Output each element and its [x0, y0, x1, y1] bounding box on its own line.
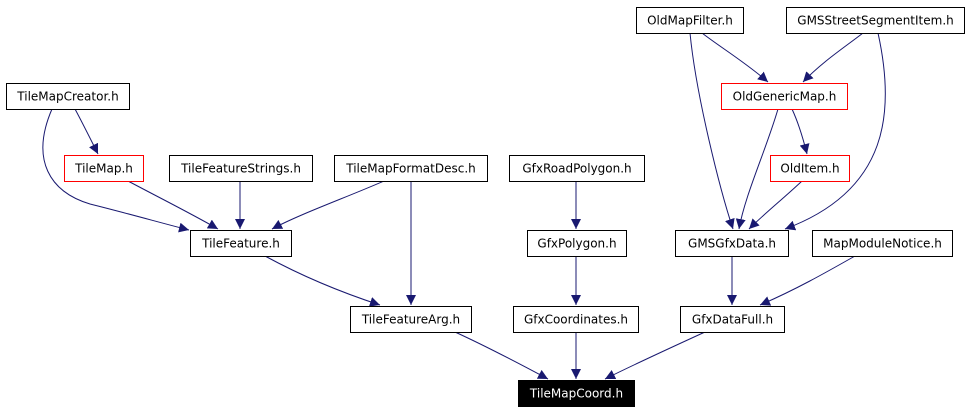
- node-label: TileFeature.h: [201, 237, 280, 251]
- edge-mapmodulenotice-to-gfxdatafull: [759, 255, 856, 306]
- node-box: [675, 230, 789, 257]
- node-label: TileFeatureArg.h: [361, 313, 460, 327]
- node-tilemapcoord[interactable]: TileMapCoord.h: [518, 380, 635, 407]
- node-box: [350, 306, 472, 333]
- edge-oldmapfilter-to-gmsgfxdata: [689, 32, 735, 230]
- node-label: GfxPolygon.h: [537, 237, 616, 251]
- node-label: TileMapCreator.h: [16, 90, 118, 104]
- nodes: OldMapFilter.h GMSStreetSegmentItem.hTile…: [6, 7, 965, 407]
- node-label: MapModuleNotice.h: [823, 237, 942, 251]
- node-gfxroadpolygon[interactable]: GfxRoadPolygon.h: [509, 155, 645, 182]
- node-box: [6, 83, 130, 110]
- edge-gmsstreetsegmentitem-to-oldgenericmap: [802, 32, 864, 83]
- node-label: TileMapCoord.h: [529, 387, 623, 401]
- node-box: [770, 155, 850, 182]
- node-label: TileFeatureStrings.h: [180, 162, 301, 176]
- node-box: [169, 155, 313, 182]
- node-box: [334, 155, 488, 182]
- node-gfxdatafull[interactable]: GfxDataFull.h: [680, 306, 785, 333]
- edge-tilemapformatdesc-to-tilefeature: [271, 180, 385, 230]
- node-tilemap[interactable]: TileMap.h: [64, 155, 144, 182]
- edge-gmsstreetsegmentitem-to-gmsgfxdata: [784, 32, 886, 231]
- node-mapmodulenotice[interactable]: MapModuleNotice.h: [812, 230, 953, 257]
- edge-tilemapcreator-to-tilefeature: [42, 108, 190, 233]
- edge-tilefeaturearg-to-tilemapcoord: [454, 331, 549, 380]
- node-gmsstreetsegmentitem[interactable]: GMSStreetSegmentItem.h: [786, 7, 965, 34]
- node-box: [509, 155, 645, 182]
- node-tilefeaturestrings[interactable]: TileFeatureStrings.h: [169, 155, 313, 182]
- node-box: [812, 230, 953, 257]
- edge-tilemapcreator-to-tilemap: [74, 108, 99, 155]
- node-gmsgfxdata[interactable]: GMSGfxData.h: [675, 230, 789, 257]
- node-label: TileMap.h: [74, 162, 133, 176]
- edge-olditem-to-gmsgfxdata: [748, 180, 803, 230]
- node-box: [64, 155, 144, 182]
- node-tilemapformatdesc[interactable]: TileMapFormatDesc.h: [334, 155, 488, 182]
- node-tilefeaturearg[interactable]: TileFeatureArg.h: [350, 306, 472, 333]
- node-label: OldGenericMap.h: [733, 90, 837, 104]
- edge-tilefeature-to-tilefeaturearg: [264, 255, 381, 307]
- node-box: [527, 230, 627, 257]
- node-box: [786, 7, 965, 34]
- node-tilefeature[interactable]: TileFeature.h: [190, 230, 292, 257]
- node-label: GMSGfxData.h: [688, 237, 776, 251]
- node-oldgenericmap[interactable]: OldGenericMap.h: [721, 83, 848, 110]
- node-box: [680, 306, 785, 333]
- node-tilemapcreator[interactable]: TileMapCreator.h: [6, 83, 130, 110]
- node-gfxcoordinates[interactable]: GfxCoordinates.h: [513, 306, 639, 333]
- node-box: [721, 83, 848, 110]
- node-label: GfxDataFull.h: [692, 313, 773, 327]
- edge-oldmapfilter-to-oldgenericmap: [701, 32, 769, 83]
- node-label: GfxCoordinates.h: [524, 313, 628, 327]
- node-label: TileMapFormatDesc.h: [345, 162, 476, 176]
- node-gfxpolygon[interactable]: GfxPolygon.h: [527, 230, 627, 257]
- edge-gfxdatafull-to-tilemapcoord: [604, 331, 706, 380]
- node-label: GfxRoadPolygon.h: [522, 162, 631, 176]
- node-label: GMSStreetSegmentItem.h: [797, 14, 953, 28]
- edge-oldgenericmap-to-olditem: [791, 108, 810, 155]
- node-box: [190, 230, 292, 257]
- edges: [42, 32, 886, 380]
- node-label: OldItem.h: [780, 162, 839, 176]
- edge-tilemap-to-tilefeature: [127, 180, 219, 230]
- edge-oldgenericmap-to-gmsgfxdata: [735, 108, 779, 230]
- node-label: OldMapFilter.h: [647, 14, 733, 28]
- node-box: [513, 306, 639, 333]
- node-olditem[interactable]: OldItem.h: [770, 155, 850, 182]
- node-oldmapfilter[interactable]: OldMapFilter.h: [636, 7, 744, 34]
- node-box: [518, 380, 635, 407]
- node-box: [636, 7, 744, 34]
